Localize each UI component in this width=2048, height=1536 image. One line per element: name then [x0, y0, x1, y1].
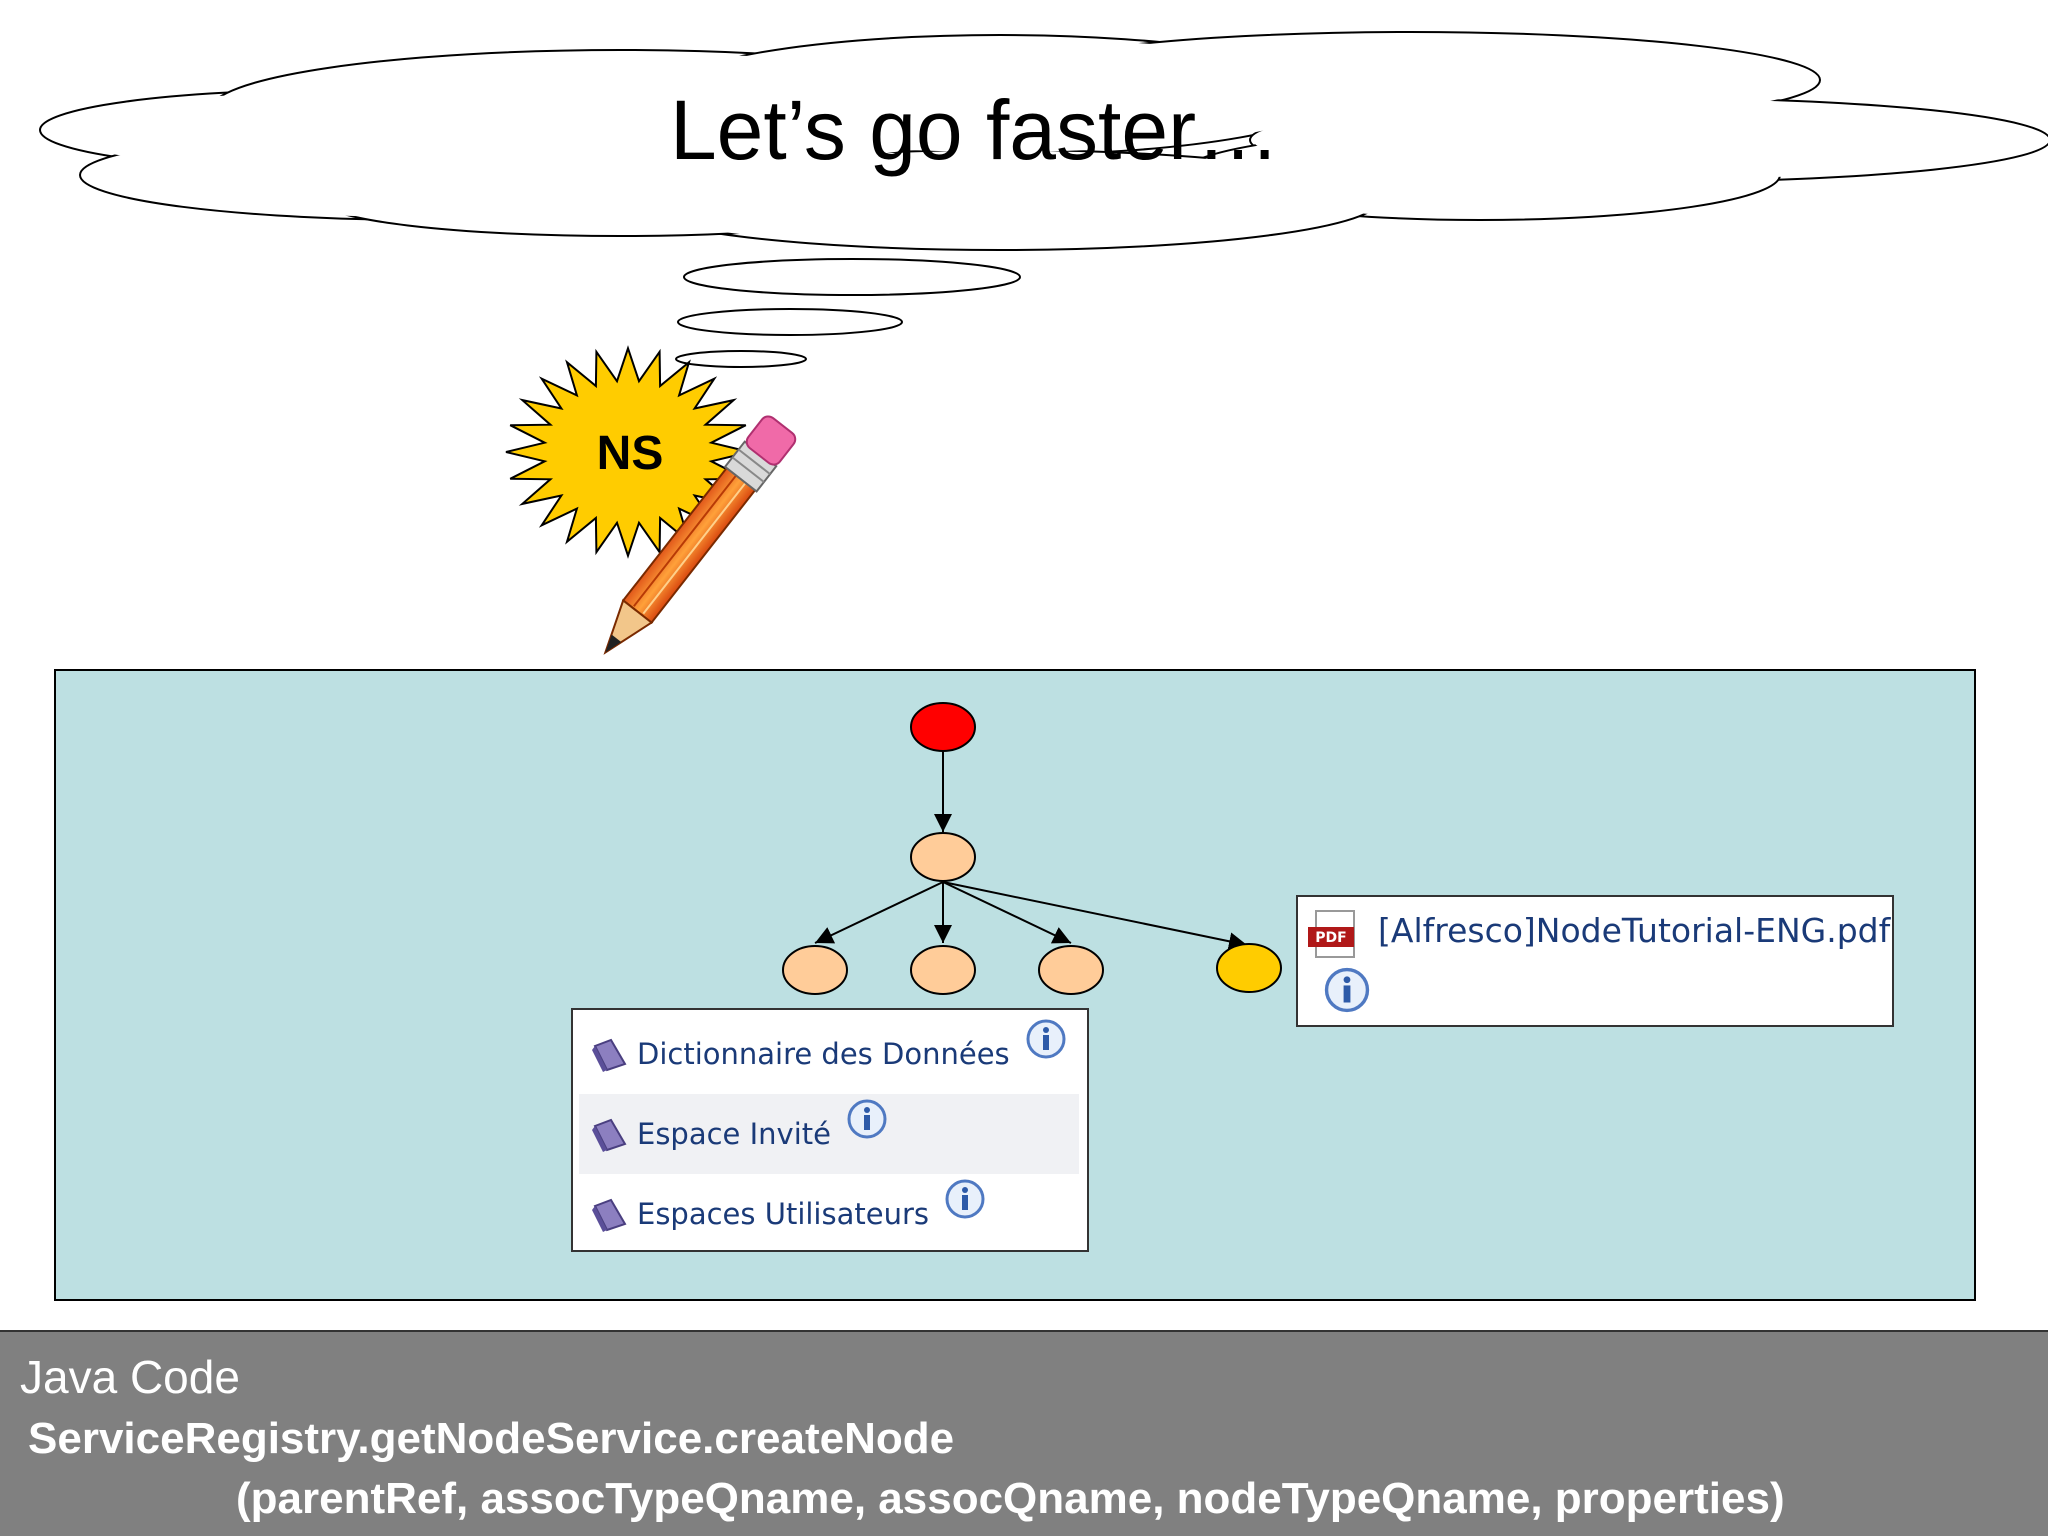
space-label[interactable]: Espaces Utilisateurs: [637, 1197, 929, 1231]
child-node-2: [910, 945, 976, 995]
space-folder-icon: [592, 1118, 627, 1152]
company-home-node: [910, 832, 976, 882]
thought-bubbles: [675, 258, 1021, 368]
info-icon[interactable]: [1024, 1017, 1068, 1061]
space-folder-icon: [592, 1198, 627, 1232]
document-item[interactable]: PDF [Alfresco]NodeTutorial-ENG.pdf: [1296, 895, 1894, 1027]
document-name[interactable]: [Alfresco]NodeTutorial-ENG.pdf: [1378, 911, 1891, 950]
code-header: Java Code: [20, 1351, 240, 1403]
pdf-file-icon: PDF: [1308, 910, 1355, 958]
code-line: ServiceRegistry.getNodeService.createNod…: [28, 1414, 955, 1463]
new-node: [1216, 943, 1282, 993]
pdf-icon-text: PDF: [1315, 930, 1346, 946]
sun-burst-icon: [505, 345, 751, 559]
tree-edges: [814, 750, 1248, 951]
child-node-3: [1038, 945, 1104, 995]
child-node-1: [782, 945, 848, 995]
space-folder-icon: [592, 1038, 627, 1072]
code-panel: Java Code ServiceRegistry.getNodeService…: [0, 1330, 2048, 1536]
info-icon[interactable]: [845, 1097, 889, 1141]
slide-title: Let’s go faster…: [669, 83, 1281, 177]
list-item[interactable]: Espace Invité: [579, 1094, 1079, 1174]
space-label[interactable]: Dictionnaire des Données: [637, 1037, 1010, 1071]
spaces-list: Dictionnaire des Données Espace Invité E…: [571, 1008, 1089, 1252]
root-node: [910, 702, 976, 752]
list-item[interactable]: Espaces Utilisateurs: [579, 1174, 1079, 1254]
space-label[interactable]: Espace Invité: [637, 1117, 831, 1151]
tree-nodes: [782, 702, 1282, 995]
code-line: (parentRef, assocTypeQname, assocQname, …: [236, 1474, 1785, 1523]
pencil-icon: [603, 415, 797, 655]
ns-label: NS: [596, 427, 664, 480]
info-icon[interactable]: [1322, 965, 1372, 1015]
list-item[interactable]: Dictionnaire des Données: [579, 1014, 1079, 1094]
info-icon[interactable]: [943, 1177, 987, 1221]
